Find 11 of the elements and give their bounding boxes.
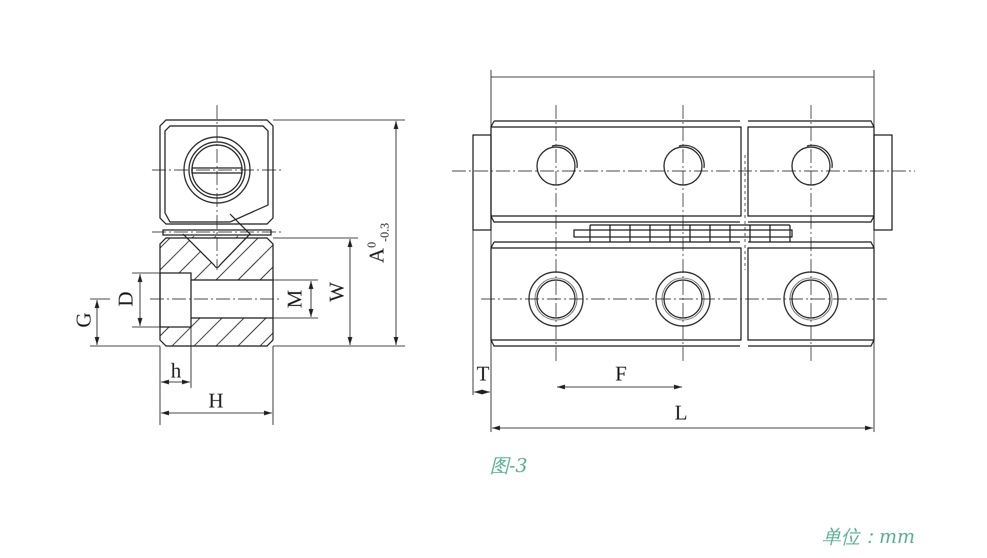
dimension-label: F <box>615 364 627 384</box>
dimension-label: T <box>476 364 490 384</box>
dimension-label: G <box>74 312 94 328</box>
dimension-label: h <box>170 360 182 382</box>
dimension-label: D <box>116 291 136 307</box>
dimension-label: L <box>674 402 688 424</box>
dimension-label: W <box>326 282 348 302</box>
figure-caption: 图-3 <box>490 457 528 476</box>
dimension-label: M <box>284 290 306 308</box>
unit-note: 单位：mm <box>822 528 916 547</box>
dimension-label: H <box>208 390 224 412</box>
